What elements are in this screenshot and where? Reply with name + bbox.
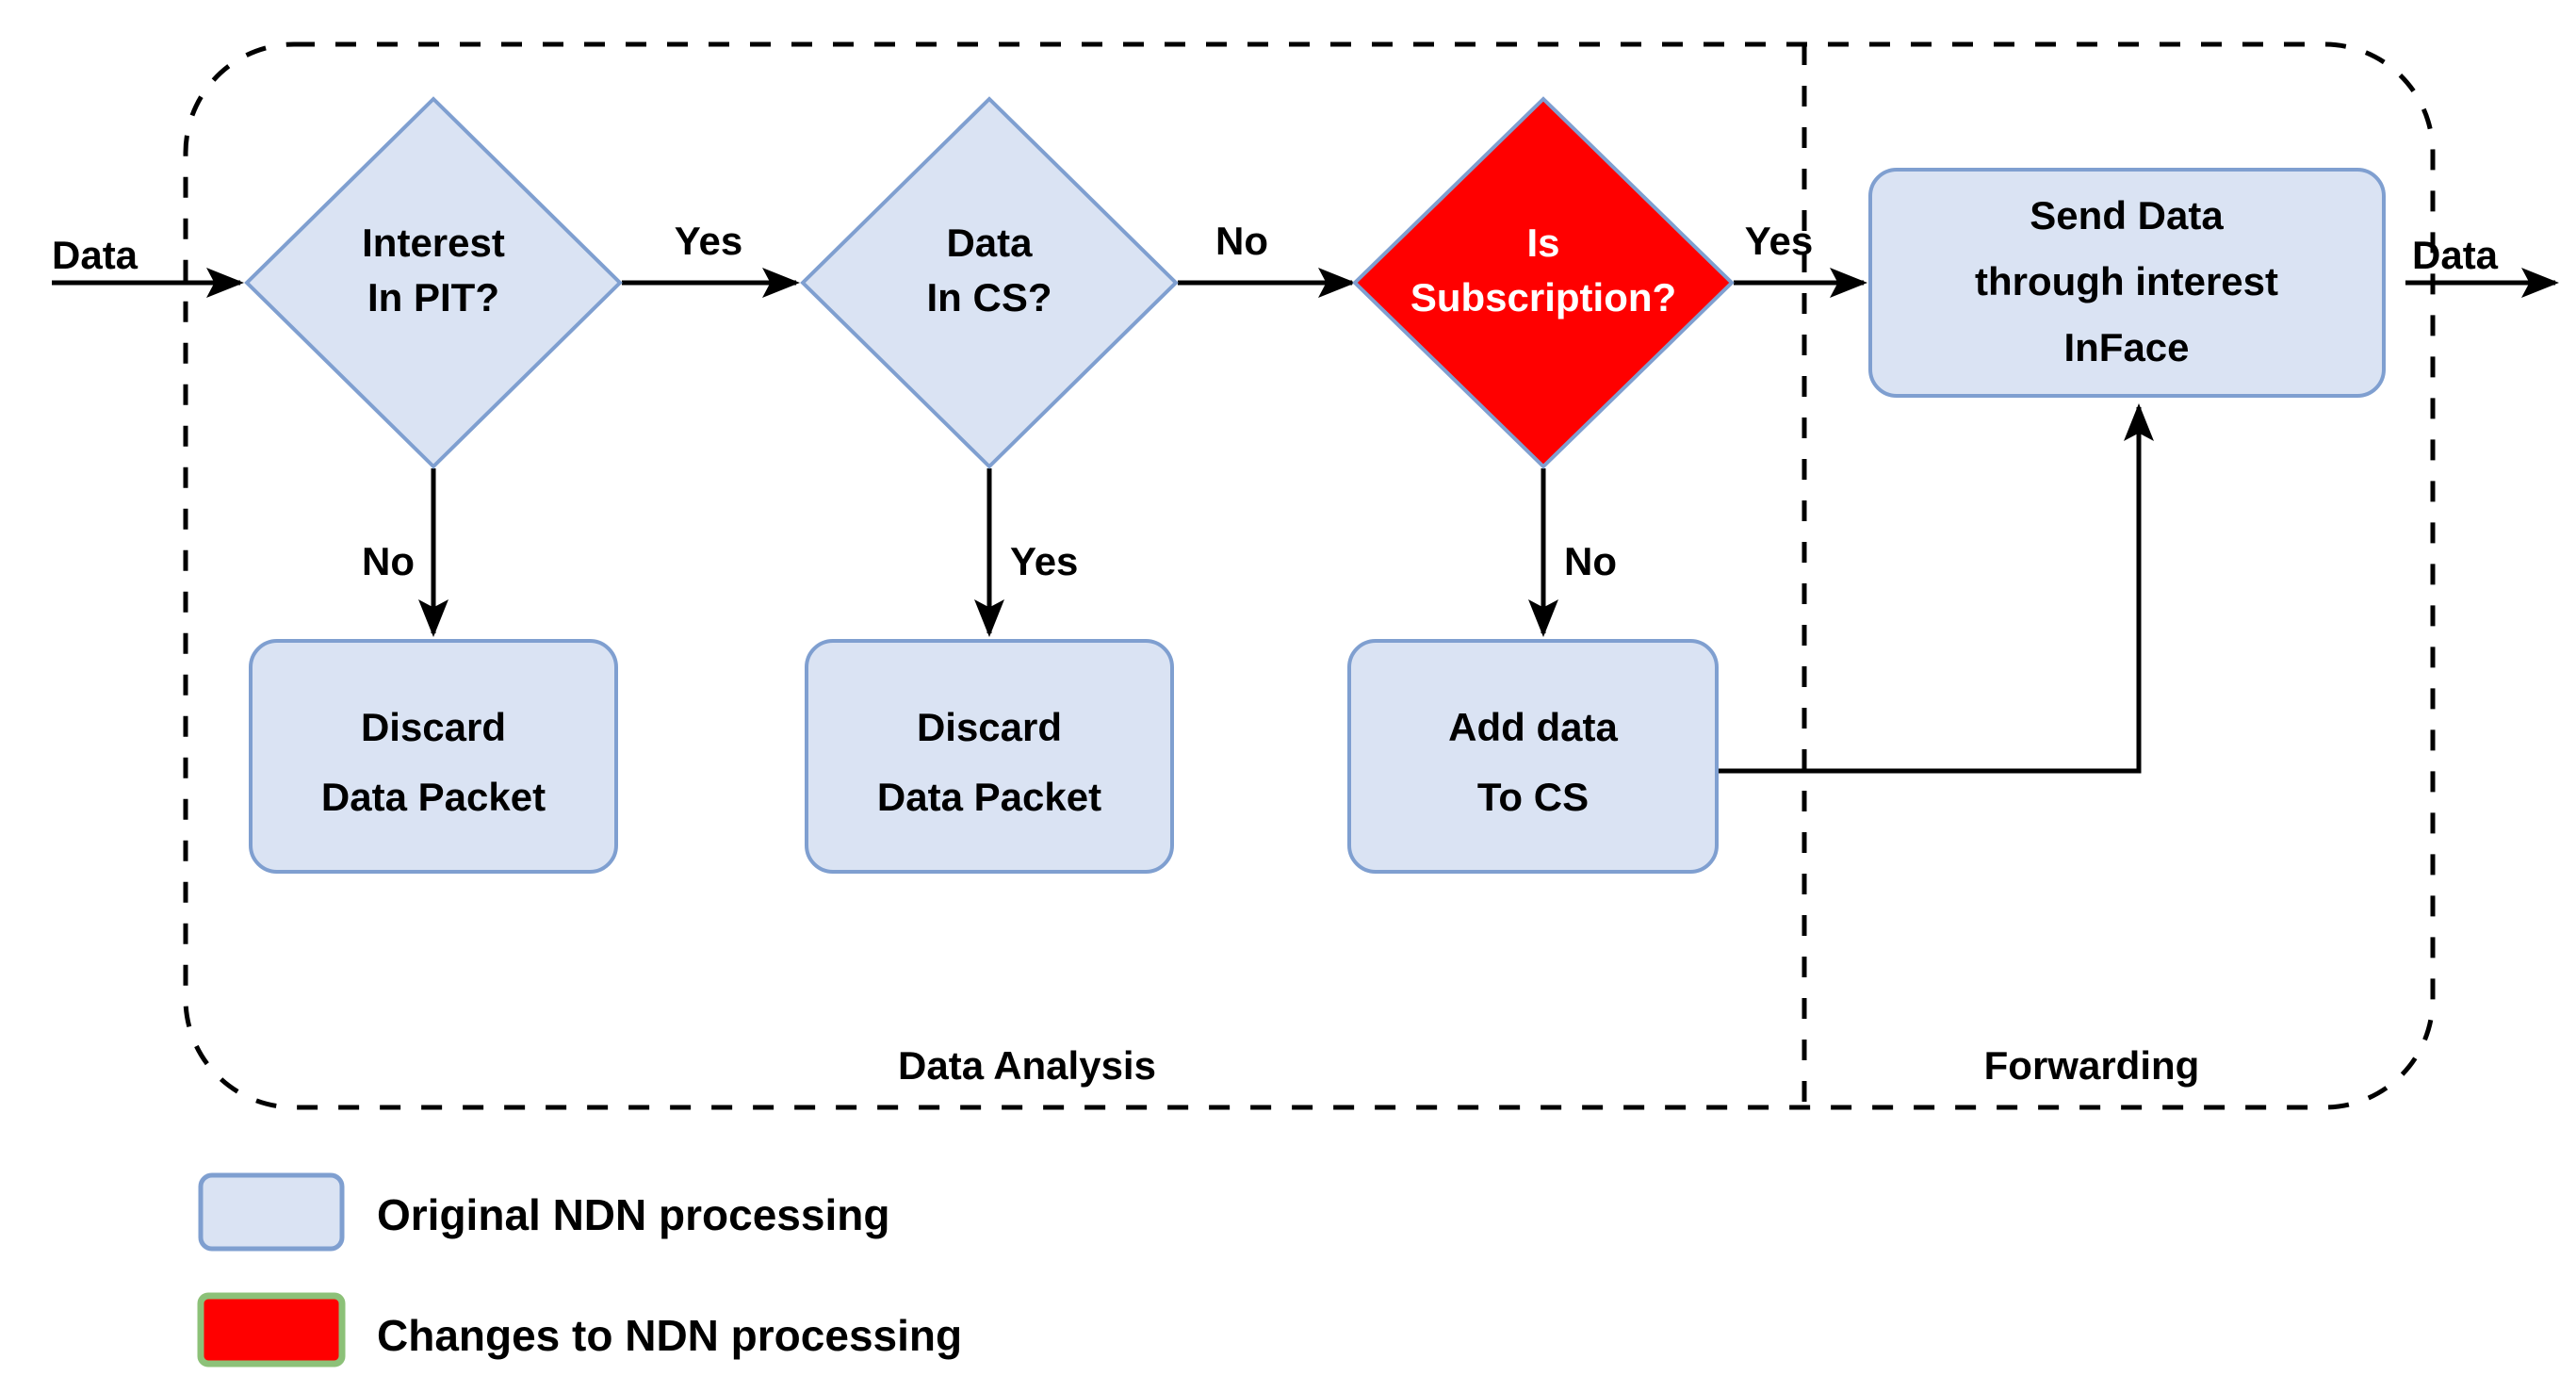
diamond-shape-data-in-cs <box>800 96 1179 469</box>
node-label-data-in-cs-line1: Data <box>946 221 1033 265</box>
node-label-add-data-to-cs-line1: Add data <box>1448 705 1618 749</box>
node-label-discard-2-line2: Data Packet <box>877 775 1101 819</box>
zone-label-data-analysis: Data Analysis <box>898 1043 1156 1088</box>
legend: Original NDN processing Changes to NDN p… <box>197 1172 962 1367</box>
node-add-data-to-cs[interactable]: Add data To CS <box>1347 639 1719 874</box>
zone-label-forwarding: Forwarding <box>1984 1043 2200 1088</box>
edge-label-pit-no: No <box>362 539 415 583</box>
node-label-is-subscription-line1: Is <box>1526 221 1559 265</box>
outer-boundary <box>183 41 2436 1110</box>
node-label-interest-in-pit-line2: In PIT? <box>367 275 499 319</box>
legend-item-changes-to-ndn-processing: Changes to NDN processing <box>197 1292 962 1367</box>
node-label-add-data-to-cs-line2: To CS <box>1477 775 1589 819</box>
legend-label-changes-to-ndn-processing: Changes to NDN processing <box>377 1311 962 1360</box>
node-interest-in-pit[interactable]: Interest In PIT? <box>244 96 623 469</box>
box-shape-discard-2 <box>805 639 1174 874</box>
node-label-send-data-line1: Send Data <box>2030 193 2224 237</box>
legend-label-original-ndn-processing: Original NDN processing <box>377 1190 889 1239</box>
node-is-subscription[interactable]: Is Subscription? <box>1352 96 1735 469</box>
node-label-send-data-line3: InFace <box>2063 325 2189 369</box>
diamond-shape-interest-in-pit <box>244 96 623 469</box>
node-label-send-data-line2: through interest <box>1975 259 2278 303</box>
box-shape-add-data-to-cs <box>1347 639 1719 874</box>
edge-label-subscription-no: No <box>1564 539 1617 583</box>
node-label-discard-1-line2: Data Packet <box>321 775 546 819</box>
edge-label-pit-yes: Yes <box>675 219 742 263</box>
box-shape-discard-1 <box>249 639 618 874</box>
node-send-data-through-interest-inface[interactable]: Send Data through interest InFace <box>1868 168 2386 398</box>
edge-label-subscription-yes: Yes <box>1745 219 1813 263</box>
edge-addcs-to-send <box>1717 402 2154 774</box>
node-label-data-in-cs-line2: In CS? <box>927 275 1052 319</box>
node-label-discard-2-line1: Discard <box>917 705 1062 749</box>
legend-swatch-blue <box>198 1172 345 1252</box>
legend-swatch-red <box>197 1292 346 1367</box>
diamond-shape-is-subscription <box>1352 96 1735 469</box>
box-shape-send-data <box>1868 168 2386 398</box>
edge-label-cs-yes: Yes <box>1010 539 1078 583</box>
node-discard-data-packet-2[interactable]: Discard Data Packet <box>805 639 1174 874</box>
node-discard-data-packet-1[interactable]: Discard Data Packet <box>249 639 618 874</box>
edge-label-cs-no: No <box>1215 219 1268 263</box>
output-label-data: Data <box>2412 233 2499 277</box>
node-label-interest-in-pit-line1: Interest <box>362 221 505 265</box>
node-label-discard-1-line1: Discard <box>361 705 506 749</box>
input-label-data: Data <box>52 233 139 277</box>
node-label-is-subscription-line2: Subscription? <box>1410 275 1676 319</box>
legend-item-original-ndn-processing: Original NDN processing <box>198 1172 889 1252</box>
node-data-in-cs[interactable]: Data In CS? <box>800 96 1179 469</box>
